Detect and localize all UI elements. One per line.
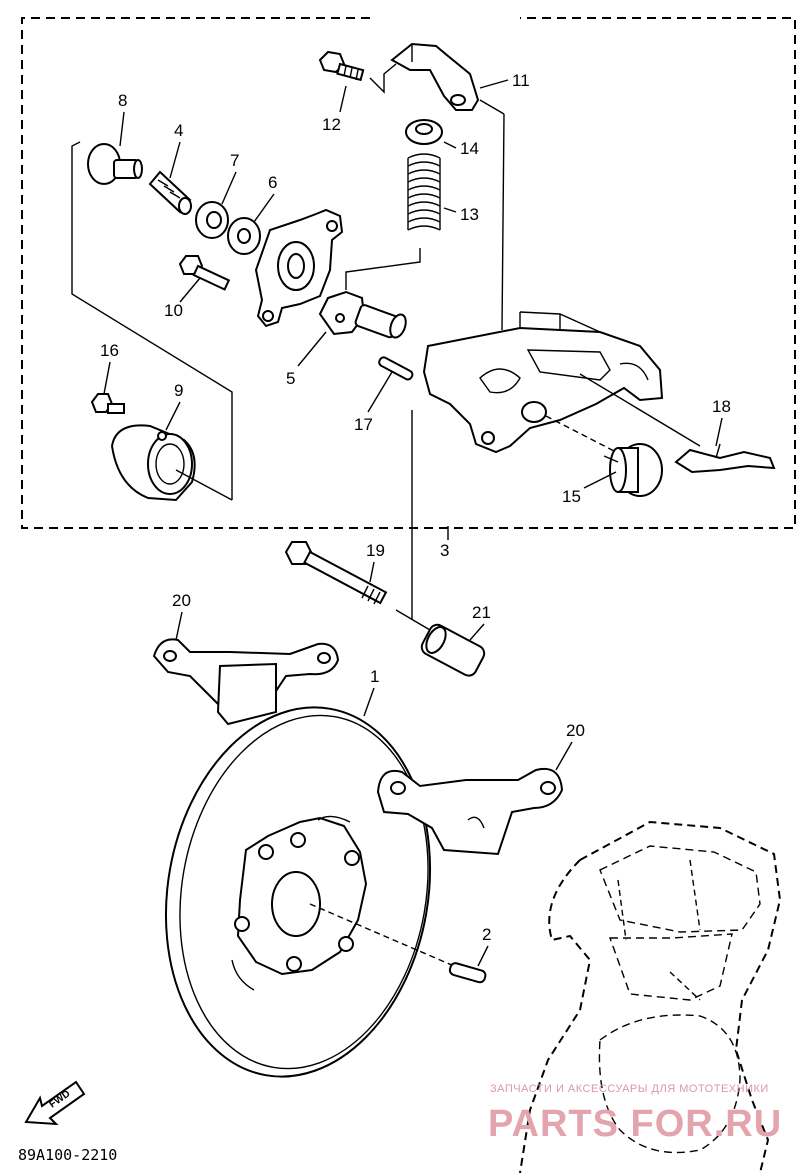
label-1: 1 — [370, 667, 379, 686]
label-16: 16 — [100, 341, 119, 360]
bolt-10 — [178, 255, 231, 291]
part-15 — [603, 443, 663, 497]
watermark-logo: PARTS FOR.RU — [488, 1103, 782, 1145]
key-2 — [448, 962, 487, 984]
label-17: 17 — [354, 415, 373, 434]
piston-housing — [254, 208, 344, 328]
sleeve-21 — [420, 623, 486, 677]
label-4: 4 — [174, 121, 183, 140]
part-5 — [318, 290, 407, 339]
label-18: 18 — [712, 397, 731, 416]
label-14: 14 — [460, 139, 479, 158]
figure-code: 89A100-2210 — [18, 1146, 117, 1164]
label-3: 3 — [440, 541, 449, 560]
part-8 — [87, 143, 143, 185]
part-9 — [110, 424, 196, 502]
part-7 — [195, 201, 229, 239]
label-20b: 20 — [566, 721, 585, 740]
watermark-tagline: ЗАПЧАСТИ И АКСЕССУАРЫ ДЛЯ МОТОТЕХНИКИ — [490, 1083, 769, 1095]
brake-pad-20-left — [152, 638, 340, 726]
part-6 — [227, 217, 261, 255]
bolt-12 — [318, 50, 365, 82]
pin-17 — [378, 356, 414, 381]
part-4 — [148, 170, 192, 215]
label-7: 7 — [230, 151, 239, 170]
label-12: 12 — [322, 115, 341, 134]
washer-14 — [405, 119, 443, 145]
label-5: 5 — [286, 369, 295, 388]
assembly-outline — [21, 17, 796, 529]
label-10: 10 — [164, 301, 183, 320]
label-21: 21 — [472, 603, 491, 622]
label-9: 9 — [174, 381, 183, 400]
label-19: 19 — [366, 541, 385, 560]
caliper-body — [422, 311, 664, 454]
label-2: 2 — [482, 925, 491, 944]
fork-leg — [519, 820, 782, 1173]
bolt-19 — [284, 541, 388, 605]
fwd-arrow-icon: FWD — [24, 1080, 86, 1126]
part-18 — [674, 443, 776, 474]
label-6: 6 — [268, 173, 277, 192]
brake-pad-20-right — [376, 768, 564, 856]
label-11: 11 — [512, 71, 530, 90]
brake-disc-1 — [164, 706, 432, 1078]
spring-13 — [407, 153, 441, 231]
label-8: 8 — [118, 91, 127, 110]
label-20a: 20 — [172, 591, 191, 610]
bolt-16 — [90, 393, 125, 414]
label-13: 13 — [460, 205, 479, 224]
label-15: 15 — [562, 487, 581, 506]
bracket-11 — [390, 42, 480, 111]
